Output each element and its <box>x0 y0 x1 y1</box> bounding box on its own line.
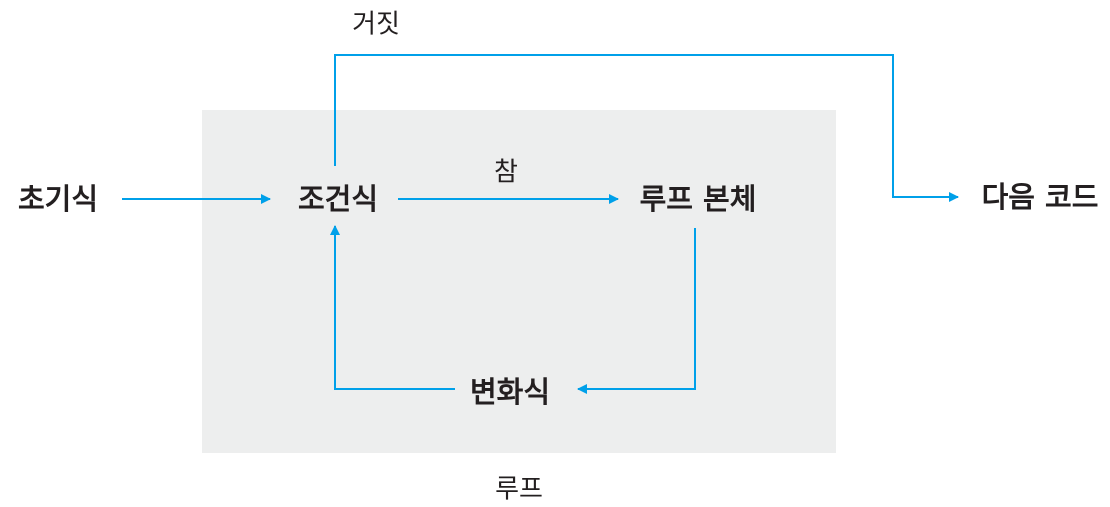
arrow-body-to-update <box>577 228 696 394</box>
node-next-code: 다음 코드 <box>981 180 1099 214</box>
arrow-condition-false-to-next <box>334 54 959 202</box>
node-loop-body: 루프 본체 <box>639 182 757 216</box>
loop-caption: 루프 <box>495 474 543 505</box>
edge-label-true: 참 <box>494 157 518 188</box>
node-update: 변화식 <box>469 375 551 409</box>
node-condition: 조건식 <box>297 182 379 216</box>
loop-region <box>202 110 836 453</box>
node-init: 초기식 <box>17 182 99 216</box>
edge-label-false: 거짓 <box>352 9 400 40</box>
arrow-update-to-condition <box>330 225 455 390</box>
